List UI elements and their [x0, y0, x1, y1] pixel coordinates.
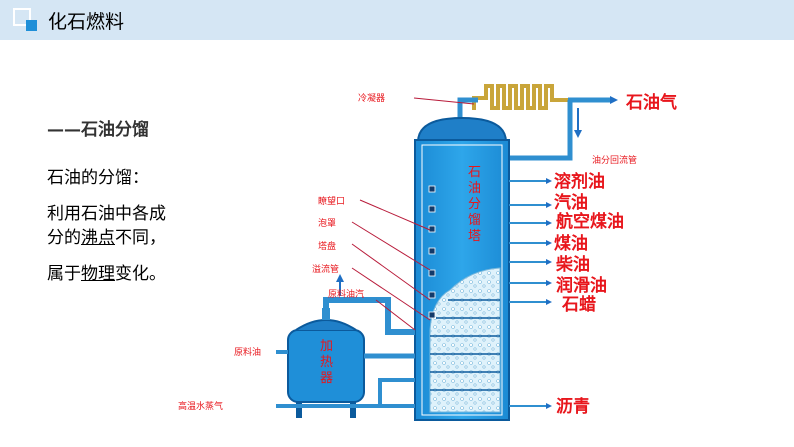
- text-line-4: 属于物理变化。: [47, 263, 166, 285]
- product-lubricating-oil: 润滑油: [556, 275, 607, 296]
- header-decoration-outline: [13, 8, 31, 26]
- product-paraffin: 石蜡: [561, 294, 596, 315]
- peephole-label: 瞭望口: [318, 195, 345, 207]
- section-heading: ——石油分馏: [47, 120, 149, 140]
- heater-char-3: 器: [320, 371, 333, 386]
- tower-char-4: 馏: [468, 213, 481, 228]
- condenser-label: 冷凝器: [358, 92, 385, 104]
- bubble-cap-label: 泡罩: [318, 217, 336, 229]
- text-line-4-end: 变化。: [115, 264, 166, 284]
- product-petroleum-gas: 石油气: [625, 92, 677, 113]
- header-decoration-square: [26, 20, 37, 31]
- feed-vapor-label: 原料油汽: [328, 288, 364, 300]
- keyword-boiling-point: 沸点: [81, 228, 115, 248]
- tower-char-2: 油: [468, 181, 481, 196]
- text-line-3-start: 分的: [47, 228, 81, 248]
- heater-char-1: 加: [320, 339, 333, 354]
- overflow-label: 溢流管: [312, 263, 339, 275]
- page-title: 化石燃料: [48, 11, 125, 33]
- steam-label: 高温水蒸气: [178, 400, 223, 412]
- tower-dome: [416, 116, 508, 143]
- text-line-1: 石油的分馏：: [47, 168, 149, 188]
- condenser-coil: [472, 84, 570, 110]
- text-line-4-start: 属于: [47, 264, 81, 284]
- product-gasoline: 汽油: [554, 192, 588, 213]
- text-line-3: 分的沸点不同，: [47, 227, 166, 249]
- product-diesel: 柴油: [555, 254, 590, 275]
- tower-char-5: 塔: [468, 229, 481, 244]
- product-jet-fuel: 航空煤油: [556, 211, 624, 232]
- keyword-physical: 物理: [81, 264, 115, 284]
- tray-label: 塔盘: [318, 240, 336, 252]
- text-line-2: 利用石油中各成: [47, 204, 166, 224]
- heater-char-2: 热: [320, 355, 333, 370]
- tower-char-1: 石: [468, 165, 481, 180]
- tower-char-3: 分: [468, 197, 481, 212]
- product-solvent-oil: 溶剂油: [554, 171, 605, 192]
- crude-oil-label: 原料油: [234, 346, 261, 358]
- product-kerosene: 煤油: [554, 233, 588, 254]
- reflux-label: 油分回流管: [592, 154, 637, 166]
- text-line-3-end: 不同，: [115, 228, 166, 248]
- product-asphalt: 沥青: [556, 396, 590, 417]
- title-bar: 化石燃料: [0, 0, 794, 40]
